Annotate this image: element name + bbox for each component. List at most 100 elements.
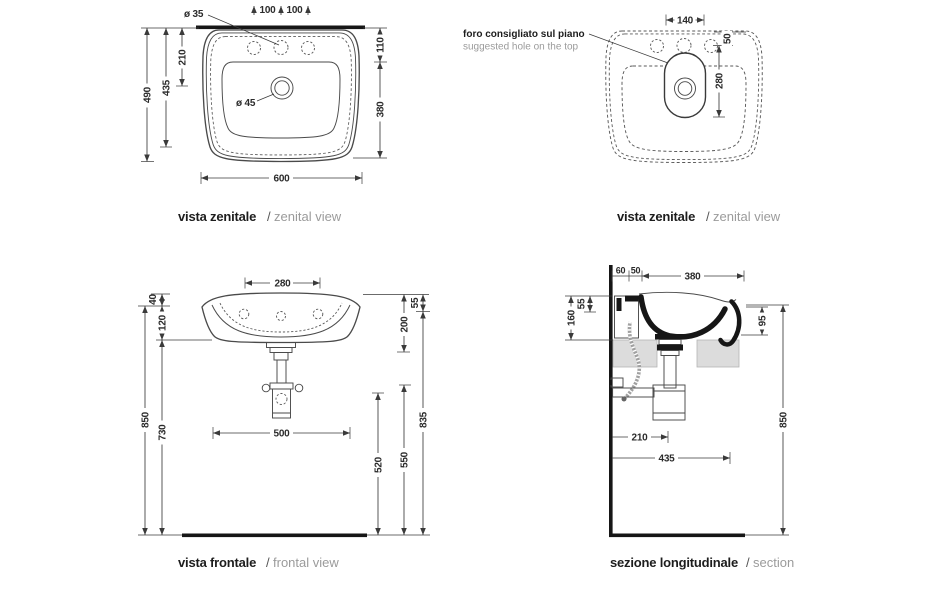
note-italian: foro consigliato sul piano — [463, 29, 585, 40]
dim-435: 435 — [161, 79, 172, 96]
bowl-outline — [221, 61, 341, 139]
dim-40: 40 — [148, 294, 159, 305]
caption-italian: vista zenitale — [178, 209, 256, 224]
caption-separator: / — [706, 209, 710, 224]
dim-520: 520 — [373, 456, 384, 473]
basin-rim-hidden — [608, 33, 760, 161]
basin-section-profile — [638, 294, 728, 340]
caption-english: zenital view — [713, 209, 781, 224]
dim-160: 160 — [566, 309, 577, 326]
floor-line-section — [609, 533, 745, 538]
wall-line-section — [609, 265, 613, 537]
caption-english: frontal view — [273, 555, 339, 570]
dim-210-section: 210 — [631, 432, 648, 443]
dim-100-right: 100 — [286, 5, 303, 16]
caption-italian: sezione longitudinale — [610, 555, 738, 570]
faucet-hole-center — [273, 40, 289, 55]
dim-95: 95 — [757, 315, 768, 326]
view-section: 60 50 380 55 160 95 850 210 435 sezione … — [565, 265, 794, 570]
faucet-hole-left-hidden — [650, 39, 664, 53]
caption-separator: / — [267, 209, 271, 224]
caption-english: section — [753, 555, 794, 570]
faucet-hole-left — [238, 308, 250, 320]
dim-600: 600 — [273, 173, 290, 184]
shutoff-valve — [610, 377, 624, 388]
dim-500: 500 — [273, 428, 290, 439]
bowl-front-hidden — [219, 302, 343, 333]
supply-hose-braid — [623, 321, 642, 400]
dim-140: 140 — [677, 15, 694, 26]
view-zenital-left: ø 35 100 100 490 435 210 ø 45 110 380 60… — [141, 5, 387, 224]
dim-60: 60 — [616, 266, 626, 276]
drain-pipe — [276, 359, 287, 384]
dim-drain-diameter-45: ø 45 — [236, 98, 256, 109]
front-lip-section — [718, 299, 742, 347]
wall-bracket — [614, 295, 639, 339]
dim-120: 120 — [157, 314, 168, 331]
caption-italian: vista zenitale — [617, 209, 695, 224]
caption-frontal: vista frontale / frontal view — [178, 555, 339, 570]
faucet-hole-center-hidden — [676, 38, 692, 53]
basin-rim-outline — [205, 32, 357, 160]
dimension-lines-zenital-left — [141, 6, 387, 184]
caption-italian: vista frontale — [178, 555, 256, 570]
bottle-trap-section — [652, 384, 686, 421]
dimension-lines-frontal — [138, 277, 430, 536]
dim-490: 490 — [142, 86, 153, 103]
caption-zenital-left: vista zenitale / zenital view — [178, 209, 342, 224]
basin-outer-hidden — [605, 30, 763, 163]
drain-assembly — [266, 342, 296, 384]
dim-850-section: 850 — [778, 411, 789, 428]
dim-380-section: 380 — [684, 271, 701, 282]
basin-top-edge — [638, 291, 737, 303]
dim-850-front: 850 — [140, 411, 151, 428]
dim-200: 200 — [399, 316, 410, 333]
faucet-hole-center — [276, 311, 286, 321]
basin-hidden-edge — [210, 36, 352, 156]
basin-outer-outline — [202, 29, 360, 163]
dim-435-section: 435 — [658, 453, 675, 464]
dimension-lines-zenital-right — [665, 14, 746, 118]
bowl-hidden — [621, 65, 747, 152]
dim-110: 110 — [375, 37, 386, 53]
caption-separator: / — [266, 555, 270, 570]
dim-280-front: 280 — [274, 278, 291, 289]
fixing-hole-left — [261, 383, 271, 393]
drain-hole-outer — [270, 76, 294, 100]
bottle-trap — [269, 382, 294, 419]
dim-380: 380 — [375, 101, 386, 118]
dim-730: 730 — [157, 424, 168, 441]
drain-hole-inner — [274, 80, 290, 96]
dim-100-left: 100 — [259, 5, 276, 16]
floor-line — [182, 533, 367, 538]
fixing-hole-right — [294, 383, 304, 393]
caption-separator: / — [746, 555, 750, 570]
note-english: suggested hole on the top — [463, 42, 579, 53]
faucet-hole-left — [247, 41, 261, 55]
drain-hole-inner — [677, 81, 693, 96]
trap-and-valve — [609, 377, 686, 421]
dim-55-front: 55 — [410, 297, 421, 308]
wall-line — [196, 25, 365, 30]
faucet-hole-right-hidden — [704, 39, 718, 53]
caption-section: sezione longitudinale / section — [610, 555, 794, 570]
view-frontal: 280 40 120 730 850 500 200 55 835 550 52… — [138, 277, 430, 570]
suggested-hole-oval — [663, 52, 707, 119]
dim-550: 550 — [399, 451, 410, 468]
drain-hole-outer — [674, 77, 696, 100]
dim-50-section: 50 — [631, 266, 641, 276]
drain-assembly-section — [655, 334, 685, 389]
caption-english: zenital view — [274, 209, 342, 224]
tail-pipe — [663, 355, 677, 389]
dim-55-section: 55 — [576, 298, 587, 309]
note-leader-line — [588, 33, 669, 64]
faucet-hole-right — [301, 41, 315, 55]
wall-pipe — [612, 387, 655, 398]
dim-210: 210 — [177, 49, 188, 66]
hose-fitting — [621, 396, 627, 402]
dim-50: 50 — [722, 33, 733, 44]
view-zenital-right: 140 50 280 foro consigliato sul piano su… — [463, 14, 781, 224]
dim-hole-diameter-35: ø 35 — [184, 9, 204, 20]
